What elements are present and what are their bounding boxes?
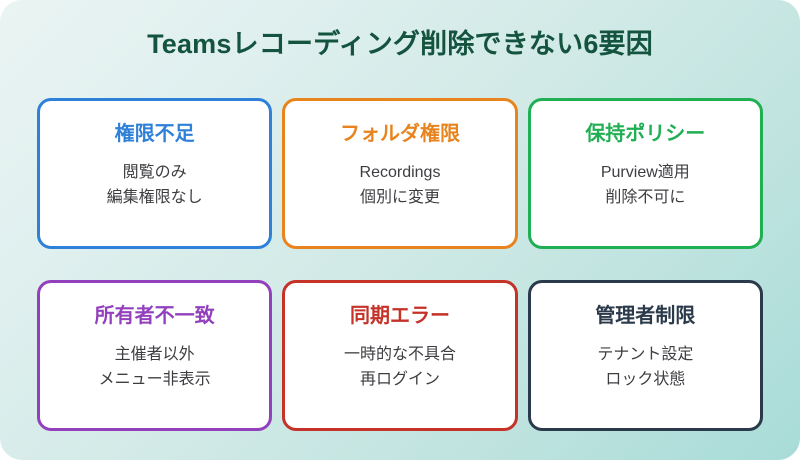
- factor-card-line-2: 編集権限なし: [106, 188, 203, 206]
- factor-card-line-1: テナント設定: [597, 346, 694, 363]
- factor-card-line-1: 一時的な不具合: [343, 346, 456, 363]
- factor-card-title: 同期エラー: [349, 305, 450, 327]
- factor-card-line-1: 主催者以外: [114, 346, 195, 363]
- factor-card-line-2: ロック状態: [605, 370, 686, 388]
- factor-card-grid: 権限不足 閲覧のみ 編集権限なし フォルダ権限 Recordings 個別に変更…: [37, 98, 763, 431]
- factor-card-title: 管理者制限: [595, 305, 696, 327]
- factor-card-title: フォルダ権限: [339, 123, 460, 145]
- page-title: Teamsレコーディング削除できない6要因: [147, 29, 653, 59]
- factor-card-permission: 権限不足 閲覧のみ 編集権限なし: [37, 98, 273, 249]
- factor-card-title: 権限不足: [114, 123, 195, 145]
- factor-card-line-1: Recordings: [359, 164, 441, 181]
- factor-card-retention-policy: 保持ポリシー Purview適用 削除不可に: [527, 98, 763, 249]
- factor-card-line-1: Purview適用: [600, 164, 690, 181]
- factor-card-line-2: メニュー非表示: [98, 370, 211, 388]
- factor-card-sync-error: 同期エラー 一時的な不具合 再ログイン: [282, 280, 518, 431]
- factor-card-line-2: 個別に変更: [359, 188, 440, 206]
- factor-card-title: 所有者不一致: [94, 305, 215, 327]
- factor-card-line-1: 閲覧のみ: [122, 164, 187, 181]
- factor-card-folder-permission: フォルダ権限 Recordings 個別に変更: [282, 98, 518, 249]
- factor-card-line-2: 再ログイン: [359, 370, 440, 388]
- factor-card-admin-restriction: 管理者制限 テナント設定 ロック状態: [527, 280, 763, 431]
- factor-card-line-2: 削除不可に: [605, 188, 686, 206]
- factor-card-owner-mismatch: 所有者不一致 主催者以外 メニュー非表示: [37, 280, 273, 431]
- factor-card-title: 保持ポリシー: [585, 123, 706, 145]
